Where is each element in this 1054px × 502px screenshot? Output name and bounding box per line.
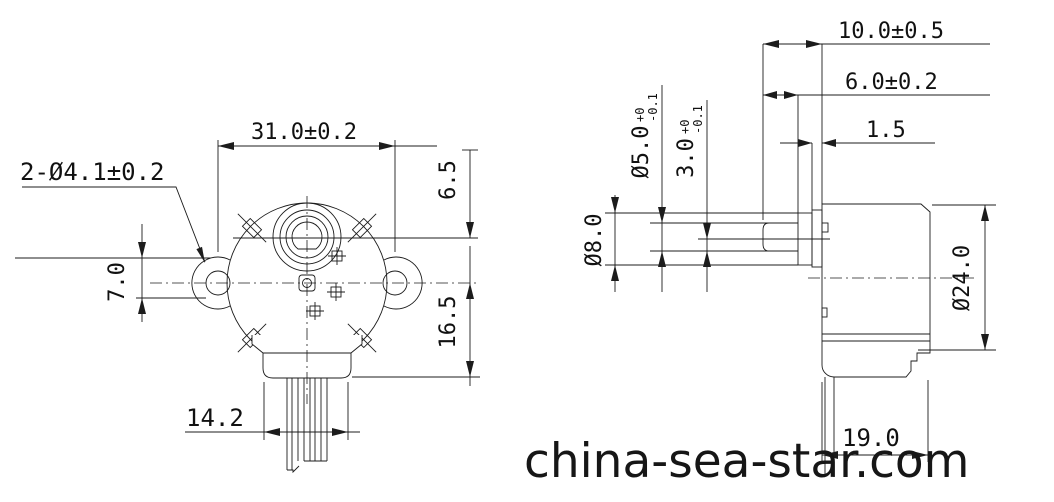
dim-body-width: 19.0 [821,380,929,462]
ribbon-cable [286,378,328,474]
dim-shaft-diameter-tol-plus: +0 [633,108,647,122]
dim-shaft-diameter-text: Ø5.0 [629,126,654,179]
plate-slot-top [821,222,829,233]
dim-body-width-text: 19.0 [842,424,900,452]
dim-shaft-flat-length-text: 6.0±0.2 [845,70,938,95]
dim-boss-diameter-text: Ø8.0 [582,214,607,267]
dim-flat-height-tol-minus: -0.1 [691,105,705,134]
crimp-tab-top-right [347,213,377,243]
dim-shaft-total-length: 10.0±0.5 [762,19,990,220]
dim-flat-height-tol-plus: +0 [678,120,692,134]
dim-lower-height: 16.5 [352,246,480,386]
dim-flat-height: 3.0 +0 -0.1 [674,100,711,292]
dim-connector-width: 14.2 [185,382,360,440]
dim-mount-holes: 2-Ø4.1±0.2 [20,158,206,263]
front-plate [811,209,823,268]
side-view: 10.0±0.5 6.0±0.2 1.5 Ø8.0 [582,19,996,477]
watermark-text: china-sea-star.com [524,434,969,489]
dim-mount-pitch: 31.0±0.2 [217,120,437,252]
dim-shaft-offset-text: 6.5 [436,160,461,200]
dim-body-diameter: Ø24.0 [918,204,996,351]
crimp-tab-top-left [237,213,267,243]
output-shaft [762,222,798,252]
dim-shaft-flat-length: 6.0±0.2 [763,70,990,213]
dim-ear-height-text: 7.0 [105,262,130,302]
right-mounting-hole [382,270,408,296]
dim-plate-thickness-text: 1.5 [866,118,906,143]
dim-mount-pitch-text: 31.0±0.2 [251,120,357,145]
dim-body-diameter-text: Ø24.0 [950,245,975,311]
side-body-outline [821,203,931,378]
rivet-pads [306,247,346,320]
left-mounting-ear [191,256,231,310]
dim-shaft-total-length-text: 10.0±0.5 [838,19,944,44]
dim-ear-height: 7.0 [15,224,211,322]
dim-boss-diameter: Ø8.0 [582,195,798,292]
dim-connector-width-text: 14.2 [186,404,244,432]
plate-slot-bottom [821,307,828,318]
dim-plate-thickness: 1.5 [780,118,935,210]
dim-lower-height-text: 16.5 [436,296,461,349]
dim-shaft-offset: 6.5 [436,149,478,238]
dim-shaft-diameter-tol-minus: -0.1 [646,93,660,122]
dim-flat-height-text: 3.0 [674,138,699,178]
dim-shaft-diameter: Ø5.0 +0 -0.1 [629,85,769,292]
dim-mount-holes-text: 2-Ø4.1±0.2 [20,158,165,186]
front-view: 31.0±0.2 2-Ø4.1±0.2 7.0 6.5 16.5 [15,120,480,474]
d-cut-shaft [291,221,323,250]
